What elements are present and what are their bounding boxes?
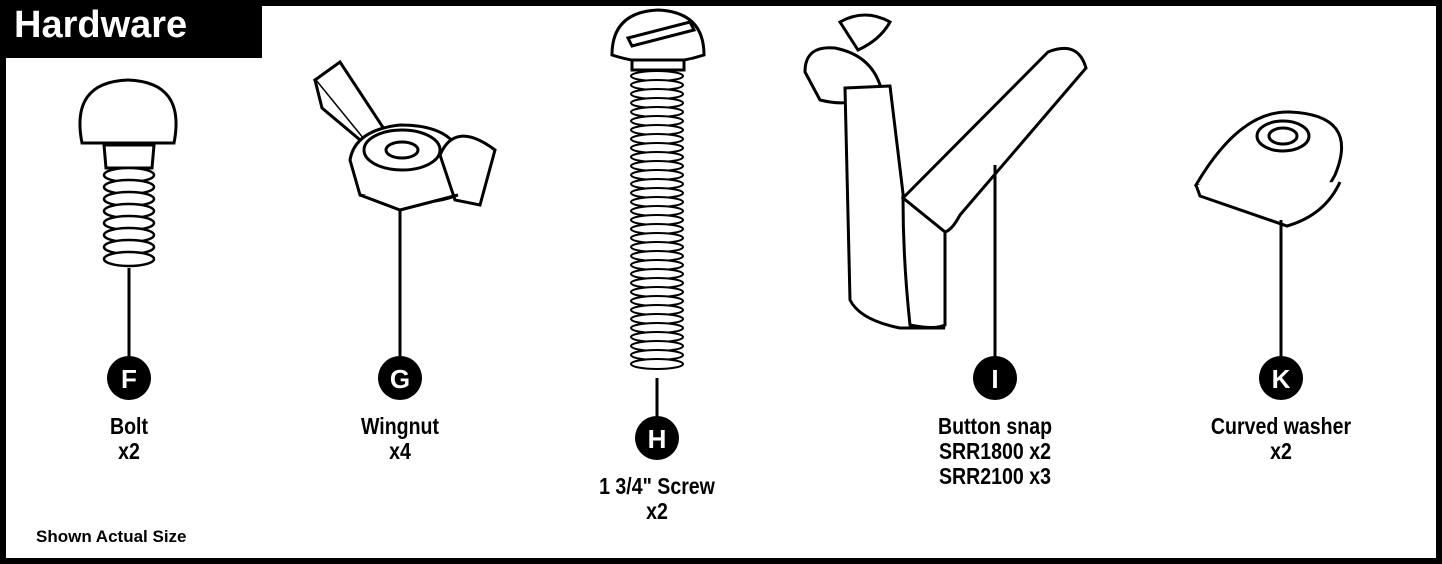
- part-qty: x2: [118, 438, 140, 464]
- actual-size-note: Shown Actual Size: [36, 527, 187, 546]
- button-snap-illustration: [803, 13, 1088, 358]
- page-title: Hardware: [14, 4, 188, 46]
- badge-letter: I: [991, 364, 998, 394]
- badge-h: [635, 416, 679, 460]
- part-qty: x4: [389, 438, 411, 464]
- badge-letter: F: [121, 364, 137, 394]
- header-box: Hardware: [0, 0, 262, 58]
- curved-washer-illustration: [1193, 110, 1344, 358]
- part-label-h: 1 3/4" Screw x2: [581, 474, 734, 524]
- badge-letter: G: [390, 364, 410, 394]
- part-label-k: Curved washer x2: [1196, 414, 1366, 464]
- badge-letter: K: [1272, 364, 1291, 394]
- part-name: 1 3/4" Screw: [599, 473, 715, 499]
- part-label-f: Bolt x2: [87, 414, 172, 464]
- part-qty: x2: [1270, 438, 1292, 464]
- part-label-i: Button snap SRR1800 x2 SRR2100 x3: [919, 414, 1072, 489]
- part-qty: x2: [646, 498, 668, 524]
- part-qty: SRR1800 x2: [939, 438, 1051, 464]
- part-name: Wingnut: [360, 413, 439, 439]
- part-name: Bolt: [109, 413, 149, 439]
- bolt-illustration: [78, 78, 178, 358]
- badge-i: [973, 356, 1017, 400]
- part-name: Curved washer: [1210, 413, 1352, 439]
- screw-illustration: [610, 8, 706, 418]
- part-qty: SRR2100 x3: [939, 463, 1051, 489]
- part-name: Button snap: [937, 413, 1053, 439]
- badge-letter: H: [648, 424, 667, 454]
- badge-k: [1259, 356, 1303, 400]
- part-label-g: Wingnut x4: [332, 414, 468, 464]
- label-badges: F G H I K: [107, 356, 1303, 460]
- badge-f: [107, 356, 151, 400]
- screw-thread: [630, 358, 684, 370]
- badge-g: [378, 356, 422, 400]
- wingnut-illustration: [312, 59, 497, 358]
